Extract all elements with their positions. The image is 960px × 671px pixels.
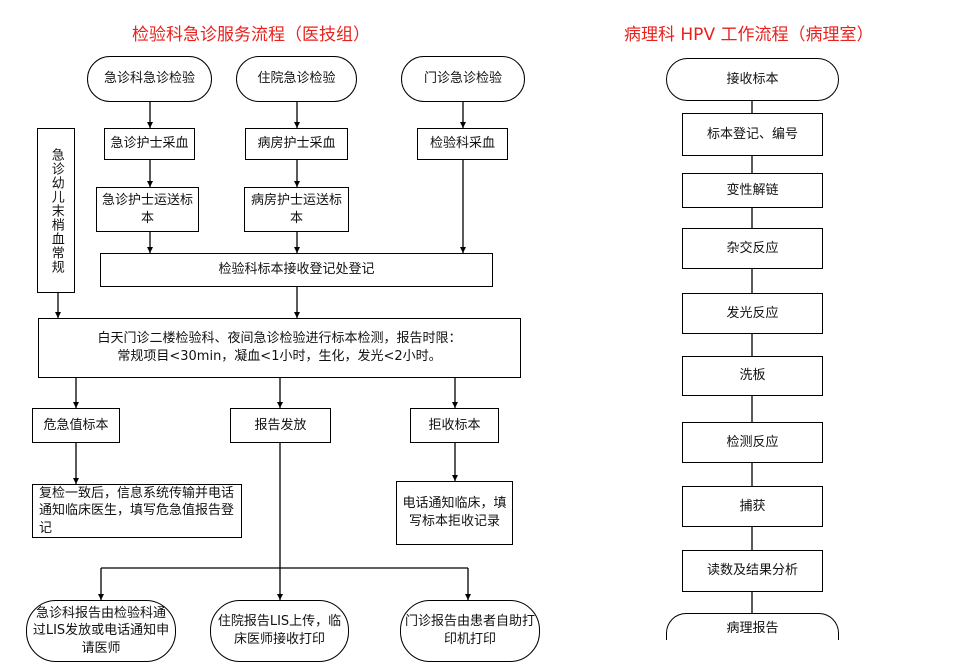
rejected-sample: 拒收标本 xyxy=(410,408,499,443)
start-emergency-test: 急诊科急诊检验 xyxy=(87,56,212,102)
hpv-step-hybridize: 杂交反应 xyxy=(682,228,823,269)
lab-draw: 检验科采血 xyxy=(417,128,508,160)
reject-action: 电话通知临床，填写标本拒收记录 xyxy=(396,481,513,545)
hpv-step-capture: 捕获 xyxy=(682,486,823,527)
page-cutoff xyxy=(660,640,850,671)
end-emergency-report: 急诊科报告由检验科通过LIS发放或电话通知申请医师 xyxy=(26,600,176,662)
transport-ward: 病房护士运送标本 xyxy=(244,187,349,232)
testing-line-2: 常规项目<30min，凝血<1小时，生化，发光<2小时。 xyxy=(117,349,442,364)
start-outpatient-test: 门诊急诊检验 xyxy=(401,56,525,102)
hpv-step-wash: 洗板 xyxy=(682,356,823,396)
hpv-step-luminescence: 发光反应 xyxy=(682,293,823,334)
end-outpatient-report: 门诊报告由患者自助打印机打印 xyxy=(400,600,540,662)
registration-desk: 检验科标本接收登记处登记 xyxy=(100,253,493,287)
hpv-step-receive: 接收标本 xyxy=(666,58,839,101)
transport-emergency: 急诊护士运送标本 xyxy=(96,187,199,232)
hpv-step-pathology-report: 病理报告 xyxy=(666,613,839,643)
nurse-draw-emergency: 急诊护士采血 xyxy=(104,128,195,160)
start-inpatient-test: 住院急诊检验 xyxy=(236,56,357,102)
right-title: 病理科 HPV 工作流程（病理室） xyxy=(624,25,874,45)
critical-sample: 危急值标本 xyxy=(32,408,120,443)
hpv-step-register: 标本登记、编号 xyxy=(682,113,823,156)
hpv-step-read-analyze: 读数及结果分析 xyxy=(682,550,823,592)
hpv-step-denature: 变性解链 xyxy=(682,173,823,208)
side-box-infant-blood: 急诊幼儿末梢血常规 xyxy=(37,128,75,293)
critical-action: 复检一致后，信息系统传输并电话通知临床医生，填写危急值报告登记 xyxy=(32,484,242,538)
report-issue: 报告发放 xyxy=(230,408,331,443)
nurse-draw-ward: 病房护士采血 xyxy=(245,128,348,160)
left-title: 检验科急诊服务流程（医技组） xyxy=(132,25,370,45)
testing-box: 白天门诊二楼检验科、夜间急诊检验进行标本检测，报告时限： 常规项目<30min，… xyxy=(38,318,521,378)
end-inpatient-report: 住院报告LIS上传，临床医师接收打印 xyxy=(210,600,349,662)
hpv-step-detect: 检测反应 xyxy=(682,422,823,463)
testing-line-1: 白天门诊二楼检验科、夜间急诊检验进行标本检测，报告时限： xyxy=(97,331,462,347)
